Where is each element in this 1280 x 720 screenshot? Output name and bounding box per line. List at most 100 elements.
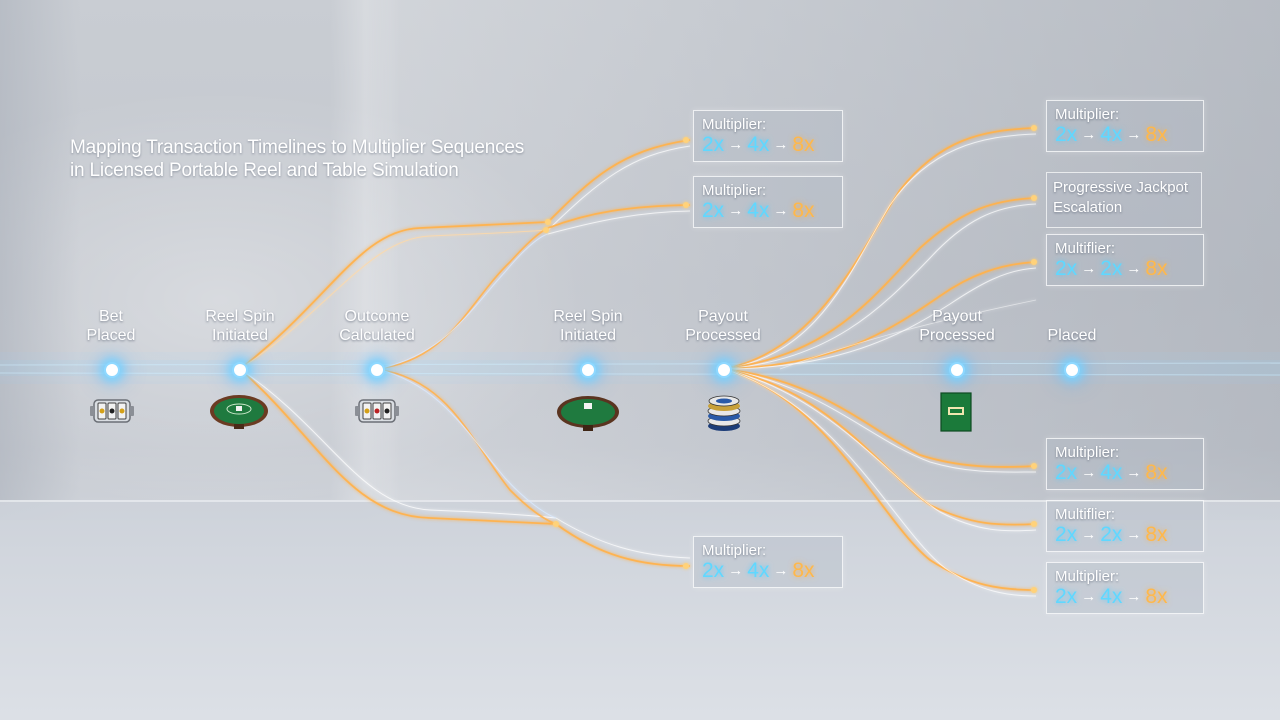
branch-line: [723, 197, 1037, 370]
multiplier-value: 8x: [1145, 523, 1168, 546]
multiplier-value: 4x: [1100, 461, 1123, 484]
multiplier-value: 8x: [792, 133, 815, 156]
branch-line: [723, 267, 1037, 370]
multiplier-value: 2x: [702, 559, 725, 582]
timeline-node[interactable]: [369, 362, 385, 378]
stage-label-line: Initiated: [211, 327, 269, 344]
poker-table-icon: [210, 395, 268, 429]
multiplier-box: Multiplier: 2x→4x→8x: [693, 176, 843, 228]
timeline-node[interactable]: [232, 362, 248, 378]
branch-line: [723, 203, 1037, 370]
progressive-jackpot-box: Progressive Jackpot Escalation: [1046, 172, 1202, 228]
multiplier-value: 2x: [702, 133, 725, 156]
branch-line: [239, 368, 557, 519]
multiplier-value: 8x: [1145, 585, 1168, 608]
jackpot-label-line: Progressive Jackpot: [1053, 179, 1189, 196]
junction-dot: [683, 137, 689, 143]
branch-line: [376, 227, 549, 370]
multiplier-sequence: 2x→4x→8x: [1055, 585, 1195, 611]
junction-dot: [553, 521, 559, 527]
branch-line: [376, 368, 557, 519]
slot-reel-icon: [355, 399, 399, 423]
title-line-1: Mapping Transaction Timelines to Multipl…: [70, 137, 525, 158]
multiplier-value: 2x: [1055, 461, 1078, 484]
branch-line: [547, 204, 691, 229]
multiplier-value: 8x: [792, 559, 815, 582]
branch-line: [239, 368, 557, 525]
arrow-icon: →: [1081, 526, 1097, 543]
background-wall: [0, 0, 1280, 520]
stage-label-line: Reel Spin: [553, 308, 623, 325]
stage-label-placed: Placed: [1002, 307, 1142, 345]
multiplier-value: 4x: [747, 133, 770, 156]
timeline-node[interactable]: [580, 362, 596, 378]
stage-label-payout-processed-2: Payout Processed: [887, 307, 1027, 345]
multiplier-box: Multiplier: 2x→4x→8x: [693, 536, 843, 588]
title-line-2: in Licensed Portable Reel and Table Simu…: [70, 160, 459, 181]
multiplier-label: Multiplier:: [1055, 106, 1120, 123]
multiplier-label: Multiplier:: [1055, 444, 1120, 461]
multiplier-value: 2x: [1100, 257, 1123, 280]
multiplier-box: Multiplier: 2x→4x→8x: [693, 110, 843, 162]
arrow-icon: →: [1126, 526, 1142, 543]
multiplier-value: 8x: [1145, 257, 1168, 280]
multiplier-value: 4x: [1100, 123, 1123, 146]
arrow-icon: →: [728, 202, 744, 219]
multiplier-label: Multiplier:: [702, 116, 767, 133]
branch-line: [723, 368, 1037, 532]
slot-reel-icon: [90, 399, 134, 423]
junction-dot: [683, 563, 689, 569]
branch-line: [555, 523, 691, 567]
timeline-node[interactable]: [1064, 362, 1080, 378]
branch-line: [779, 299, 1037, 370]
junction-dot: [1031, 463, 1037, 469]
multiplier-value: 2x: [1055, 585, 1078, 608]
stage-label-line: Processed: [685, 327, 761, 344]
junction-dot: [543, 227, 549, 233]
timeline-node[interactable]: [949, 362, 965, 378]
branch-line: [547, 145, 691, 231]
multiplier-value: 8x: [792, 199, 815, 222]
junction-dot: [1031, 195, 1037, 201]
multiplier-sequence: 2x→4x→8x: [702, 559, 834, 585]
multiplier-box: Multiplier: 2x→4x→8x: [1046, 100, 1204, 152]
multiplier-value: 2x: [702, 199, 725, 222]
branch-line: [239, 229, 549, 370]
diagram-title: Mapping Transaction Timelines to Multipl…: [70, 136, 590, 182]
arrow-icon: →: [773, 562, 789, 579]
branch-group-left: [239, 139, 691, 567]
multiplier-value: 4x: [747, 199, 770, 222]
multiplier-value: 2x: [1055, 257, 1078, 280]
arrow-icon: →: [728, 562, 744, 579]
branch-line: [723, 368, 1037, 473]
arrow-icon: →: [773, 202, 789, 219]
arrow-icon: →: [1081, 260, 1097, 277]
stage-label-line: Payout: [698, 308, 748, 325]
background-floor: [0, 500, 1280, 720]
multiplier-sequence: 2x→4x→8x: [1055, 461, 1195, 487]
multiplier-box: Multiplier: 2x→4x→8x: [1046, 562, 1204, 614]
floor-horizon: [0, 500, 1280, 502]
multiplier-label: Multiflier:: [1055, 506, 1116, 523]
branch-line: [376, 233, 549, 370]
branch-line: [555, 517, 691, 559]
multiplier-sequence: 2x→4x→8x: [702, 133, 834, 159]
multiplier-value: 8x: [1145, 461, 1168, 484]
arrow-icon: →: [1081, 588, 1097, 605]
timeline-node[interactable]: [716, 362, 732, 378]
branch-line: [547, 139, 691, 223]
jackpot-label-line: Escalation: [1053, 199, 1123, 216]
poker-table-icon: [557, 396, 619, 431]
multiplier-value: 2x: [1055, 123, 1078, 146]
multiplier-box: Multiplier: 2x→4x→8x: [1046, 438, 1204, 490]
multiplier-sequence: 2x→4x→8x: [1055, 123, 1195, 149]
arrow-icon: →: [1126, 464, 1142, 481]
stage-label-line: Bet: [98, 308, 123, 325]
multiplier-sequence: 2x→2x→8x: [1055, 257, 1195, 283]
multiplier-box: Multiflier: 2x→2x→8x: [1046, 500, 1204, 552]
branch-line: [723, 368, 1037, 591]
multiplier-value: 2x: [1100, 523, 1123, 546]
timeline-node[interactable]: [104, 362, 120, 378]
branch-line: [723, 368, 1037, 597]
branch-line: [376, 368, 557, 525]
